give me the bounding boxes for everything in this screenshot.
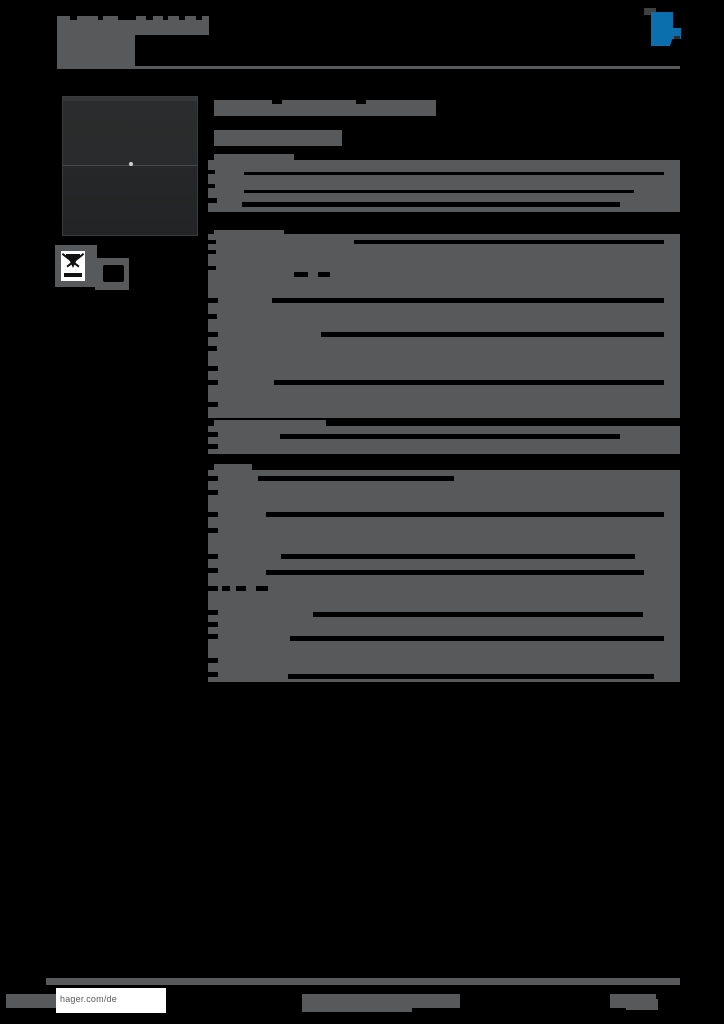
title-notch [98,16,103,20]
bullet-icon [347,250,359,256]
footer-divider [46,978,680,985]
footer-url-box[interactable] [56,988,166,1013]
table-row [208,396,680,418]
product-photo [62,96,198,236]
header-title-redacted [57,16,209,35]
weee-bin-icon [61,251,85,281]
bullet-icon [248,250,255,256]
table-section-3 [208,426,680,454]
header-subtitle-redacted [57,35,135,51]
rectangle-mark-icon [103,265,124,282]
footer-page-number-redacted [626,999,658,1010]
table-row [208,606,680,630]
section-heading-redacted [214,420,326,430]
page-header [0,0,724,72]
content-title-redacted [214,100,436,116]
hager-logo-icon [644,8,690,52]
title-notch [163,16,168,20]
title-notch [70,16,77,20]
footer-center-redacted [302,1000,412,1012]
bullet-icon [332,250,340,256]
content-subtitle-redacted [214,130,342,146]
footer-url-label[interactable]: hager.com/de [60,994,117,1004]
table-row [208,630,680,652]
section-heading-redacted [214,154,294,162]
title-notch [146,16,153,20]
page-footer [0,975,724,1024]
header-divider [57,66,680,69]
title-notch [196,16,202,20]
table-row [208,234,680,260]
bullet-icon [266,250,286,256]
title-notch [179,16,185,20]
bullet-icon [291,250,309,256]
table-row [208,360,680,396]
table-row [208,582,680,606]
header-reference-redacted [57,51,135,67]
section-heading-redacted [214,464,252,474]
table-row [208,260,680,292]
title-notch [118,16,136,20]
